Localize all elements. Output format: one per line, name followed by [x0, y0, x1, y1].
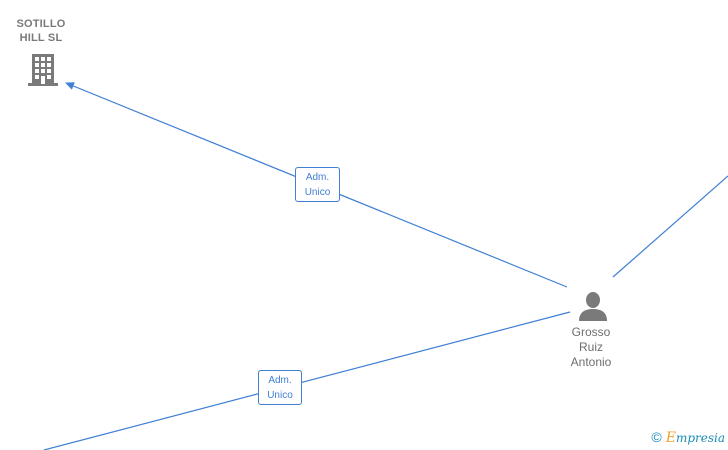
edge-person-to-top-right: [612, 175, 728, 278]
edge-label-admin-unico: Adm. Unico: [258, 370, 302, 405]
edge-label-admin-unico: Adm. Unico: [295, 167, 340, 202]
person-icon[interactable]: [577, 290, 609, 322]
edge-label-line-1: Adm.: [305, 172, 330, 183]
edge-label-line-2: Unico: [267, 390, 293, 401]
company-name[interactable]: SOTILLO HILL SL: [16, 18, 66, 44]
copyright-symbol: ©: [651, 429, 662, 445]
building-icon[interactable]: [26, 52, 60, 88]
edge-label-line-1: Adm.: [268, 375, 292, 386]
brand-initial: E: [665, 430, 676, 446]
person-name-line-2: Ruiz: [578, 340, 603, 354]
person-name-line-1: Grosso: [571, 325, 611, 339]
edge-label-line-2: Unico: [304, 187, 331, 198]
edge-person-to-bottom-left: [43, 311, 571, 450]
brand-rest: mpresia: [675, 431, 725, 445]
person-name-line-3: Antonio: [570, 355, 612, 369]
empresia-watermark: ©Empresia: [651, 429, 725, 446]
person-name[interactable]: Grosso Ruiz Antonio: [555, 325, 627, 370]
